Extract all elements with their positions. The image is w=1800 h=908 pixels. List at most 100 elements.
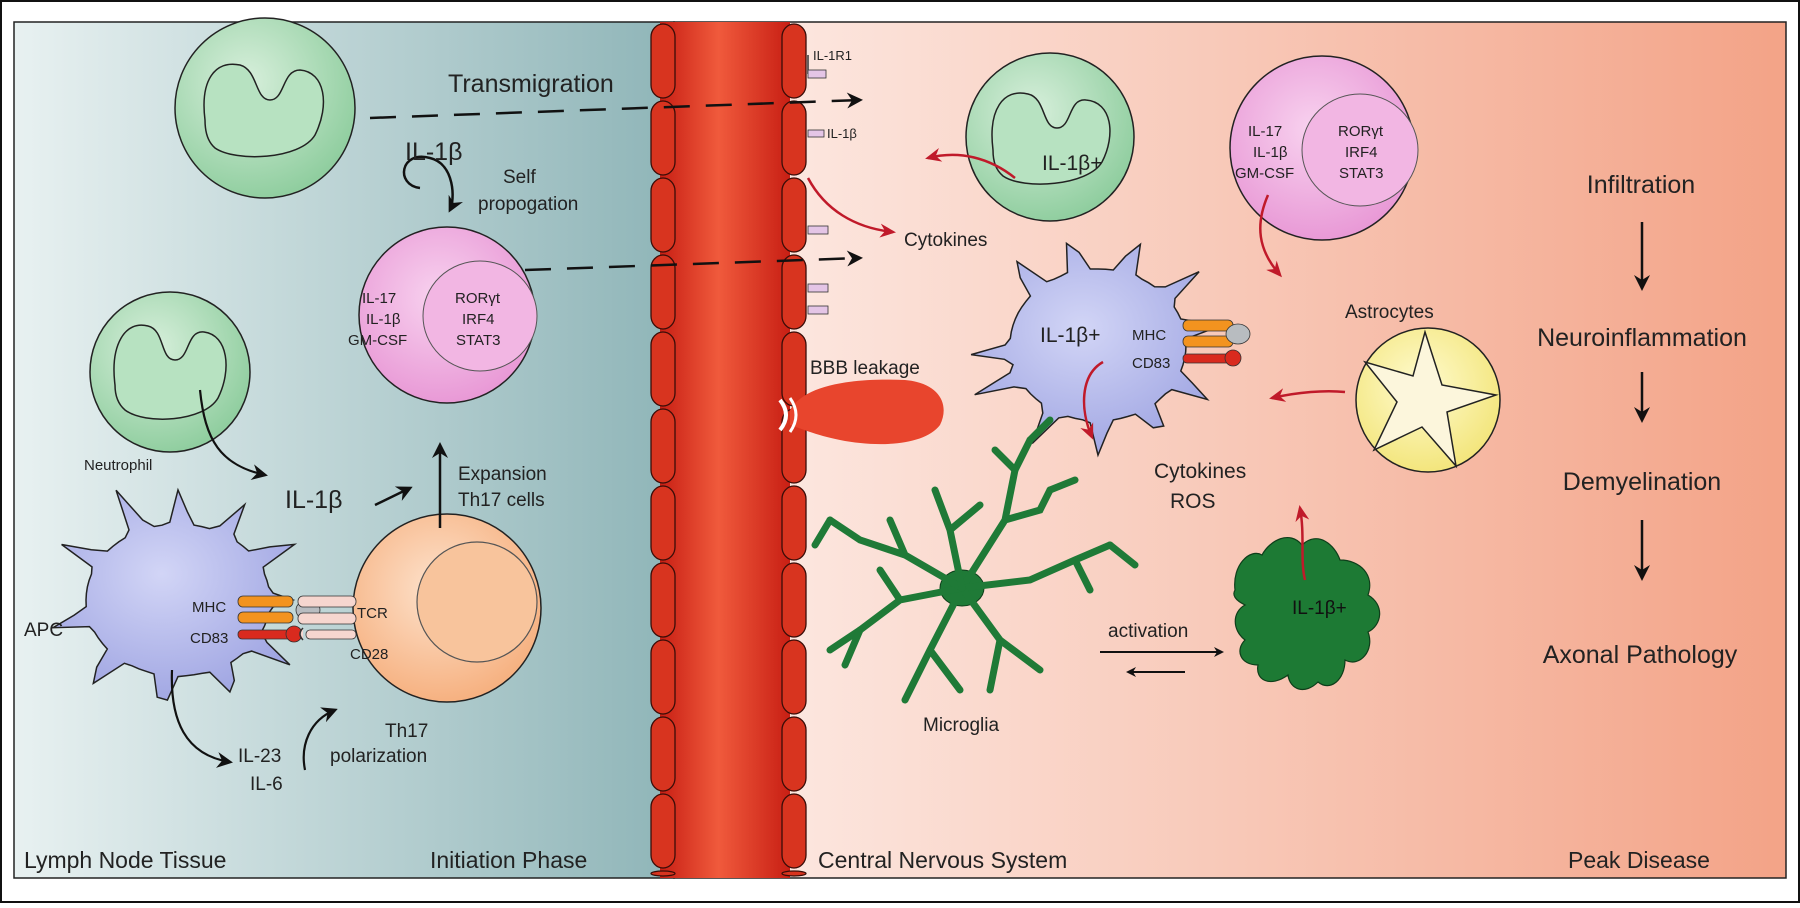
th17-polarization-label-2: polarization bbox=[330, 746, 427, 767]
vessel-endothelial-cell bbox=[781, 177, 807, 253]
th17r-cytokine-gmcsf: GM-CSF bbox=[1235, 165, 1294, 182]
dc-cd83-label: CD83 bbox=[1132, 355, 1170, 372]
microglia-process bbox=[901, 584, 966, 704]
t-cell bbox=[352, 513, 542, 703]
propagation-label: propogation bbox=[478, 194, 578, 215]
vessel-endothelial-cell bbox=[781, 331, 807, 407]
astrocyte-cell bbox=[1355, 327, 1501, 473]
vessel-endothelial-cell bbox=[650, 870, 676, 877]
cytokines-arrow bbox=[806, 177, 896, 238]
th17-tf-rorgt: RORγt bbox=[455, 290, 501, 307]
vessel-endothelial-cell bbox=[781, 870, 807, 877]
vessel-endothelial-cell bbox=[781, 716, 807, 792]
apc-label: APC bbox=[24, 620, 63, 641]
vessel-endothelial-cell bbox=[781, 23, 807, 99]
th17r-tf-irf4: IRF4 bbox=[1345, 144, 1378, 161]
th17-polarization-arrow bbox=[302, 707, 338, 771]
th17-cytokine-il1b: IL-1β bbox=[366, 311, 401, 328]
th17-cytokine-il17: IL-17 bbox=[362, 290, 396, 307]
microglia-process bbox=[826, 516, 966, 592]
il1b-receptor-small bbox=[807, 129, 825, 138]
microglia-process bbox=[931, 486, 984, 592]
mhc-tcr-complex bbox=[237, 595, 357, 625]
self-il1b-label: IL-1β bbox=[405, 138, 462, 166]
th17-transmigration-arrow bbox=[524, 250, 863, 272]
activation-label: activation bbox=[1108, 621, 1188, 642]
cd83-cd28-complex bbox=[237, 625, 357, 643]
dc-mhc-label: MHC bbox=[1132, 327, 1166, 344]
vessel-endothelial-cell bbox=[781, 100, 807, 176]
cd28-label: CD28 bbox=[350, 646, 388, 663]
il1b-small-label: IL-1β bbox=[827, 126, 857, 141]
flow-step-demyelination: Demyelination bbox=[1563, 468, 1721, 496]
il6-label: IL-6 bbox=[250, 774, 283, 795]
dendritic-cell-cns bbox=[970, 241, 1221, 458]
il23-label: IL-23 bbox=[238, 746, 281, 767]
il1r1-receptor bbox=[807, 55, 827, 79]
vessel-endothelial-cell bbox=[650, 639, 676, 715]
vessel-endothelial-cell bbox=[781, 485, 807, 561]
microglia-process bbox=[958, 584, 1044, 694]
il1b-positive-neutrophil bbox=[965, 52, 1135, 222]
th17-cytokine-gmcsf: GM-CSF bbox=[348, 332, 407, 349]
vessel-endothelial-cell bbox=[650, 177, 676, 253]
th17r-tf-rorgt: RORγt bbox=[1338, 123, 1384, 140]
microglia-process bbox=[958, 541, 1114, 594]
il1r1-label: IL-1R1 bbox=[813, 48, 852, 63]
vessel-endothelial-cell bbox=[781, 639, 807, 715]
lymph-node-panel bbox=[13, 21, 675, 879]
vessel-endothelial-cell bbox=[781, 562, 807, 638]
microglia-release-arrow bbox=[1295, 505, 1310, 581]
astrocytes-label: Astrocytes bbox=[1345, 302, 1434, 323]
panel-label-peak: Peak Disease bbox=[1568, 847, 1710, 873]
th17r-tf-stat3: STAT3 bbox=[1339, 165, 1383, 182]
th17-cell-right bbox=[1229, 55, 1419, 241]
dc-cytokines-arrow bbox=[1080, 360, 1104, 440]
astrocyte-to-dc-arrow bbox=[1269, 388, 1346, 402]
neutrophil-il1b-arrow bbox=[198, 389, 268, 480]
th17-tf-irf4: IRF4 bbox=[462, 311, 495, 328]
th17-cell-left bbox=[358, 226, 538, 404]
microglia-process bbox=[991, 416, 1079, 494]
cd83-label: CD83 bbox=[190, 630, 228, 647]
panel-label-lymph-node: Lymph Node Tissue bbox=[24, 847, 226, 873]
amoeboid-il1b-label: IL-1β+ bbox=[1292, 598, 1347, 619]
vessel-endothelial-cell bbox=[650, 331, 676, 407]
transmigration-label: Transmigration bbox=[448, 70, 614, 98]
microglia-label: Microglia bbox=[923, 715, 999, 736]
expansion-label: Expansion bbox=[458, 464, 547, 485]
vessel-endothelial-cell bbox=[650, 254, 676, 330]
th17-cells-label: Th17 cells bbox=[458, 490, 545, 511]
flow-step-infiltration: Infiltration bbox=[1587, 171, 1695, 199]
dc-mhc-complex bbox=[1182, 319, 1251, 367]
microglia-process bbox=[958, 436, 1054, 592]
self-label: Self bbox=[503, 167, 536, 188]
microglia-process bbox=[826, 566, 966, 654]
th17-polarization-label-1: Th17 bbox=[385, 721, 428, 742]
il23-arrow bbox=[170, 669, 233, 768]
vessel-endothelial-cell bbox=[650, 562, 676, 638]
mhc-label: MHC bbox=[192, 599, 226, 616]
flow-step-neuroinflammation: Neuroinflammation bbox=[1537, 324, 1747, 352]
vessel-endothelial-cell bbox=[781, 254, 807, 330]
neutrophil-top bbox=[174, 17, 356, 199]
vessel-receptors bbox=[807, 225, 829, 315]
vessel-endothelial-cell bbox=[650, 485, 676, 561]
self-propagation-arrow bbox=[402, 155, 463, 213]
cytokines-label: Cytokines bbox=[904, 230, 987, 251]
vessel-endothelial-cell bbox=[781, 793, 807, 869]
cytokines-ros-label-1: Cytokines bbox=[1154, 460, 1246, 483]
activation-arrows bbox=[1100, 647, 1224, 677]
bbb-leakage-blob bbox=[778, 379, 944, 445]
cytokines-ros-label-2: ROS bbox=[1170, 490, 1216, 513]
cns-panel bbox=[673, 21, 1787, 879]
th17r-cytokine-il17: IL-17 bbox=[1248, 123, 1282, 140]
panel-label-initiation: Initiation Phase bbox=[430, 847, 587, 873]
il1b-release-arrow bbox=[925, 148, 1016, 179]
vessel-endothelial-cell bbox=[650, 408, 676, 484]
vessel-endothelial-cell bbox=[650, 100, 676, 176]
vessel-endothelial-cell bbox=[650, 23, 676, 99]
apc-cell bbox=[50, 487, 298, 701]
il1b-to-tcell-arrow bbox=[374, 486, 413, 507]
